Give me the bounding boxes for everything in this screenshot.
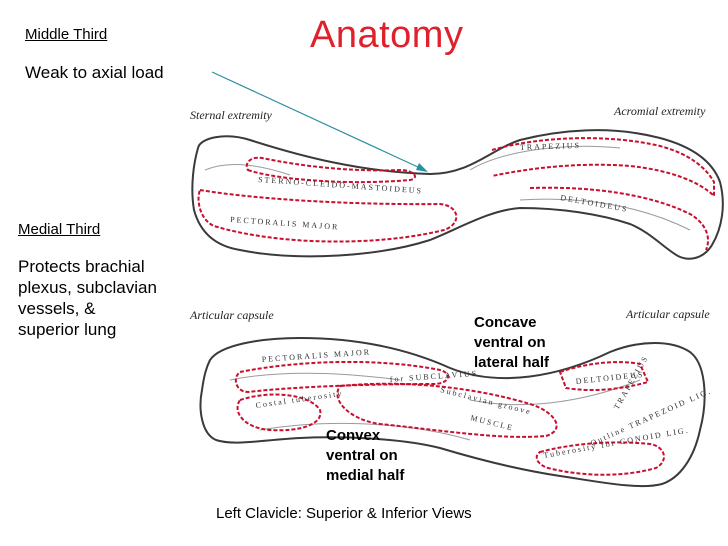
convex-note-line: Convex (326, 427, 381, 444)
medial-third-line: plexus, subclavian (18, 278, 157, 297)
medial-third-text: Protects brachial plexus, subclavian ves… (18, 256, 157, 340)
concave-note: Concave ventral on lateral half (474, 313, 549, 373)
middle-third-text: Weak to axial load (25, 63, 164, 82)
acromial-extremity-label: Acromial extremity (614, 104, 706, 118)
pointer-arrow (211, 71, 421, 169)
middle-third-heading: Middle Third (25, 26, 108, 43)
medial-third-heading: Medial Third (18, 221, 101, 238)
slide-title: Anatomy (310, 14, 464, 56)
convex-note: Convex ventral on medial half (326, 426, 404, 486)
articular-capsule-right-label: Articular capsule (626, 307, 710, 321)
medial-third-line: Protects brachial (18, 257, 145, 276)
superior-view-bone: STERNO-CLEIDO-MASTOIDEUS TRAPEZIUS DELTO… (191, 129, 724, 260)
medial-third-line: superior lung (18, 320, 117, 339)
concave-note-line: ventral on (474, 334, 546, 351)
muscle-label: TRAPEZIUS (520, 141, 581, 152)
convex-note-line: ventral on (326, 447, 398, 464)
convex-note-line: medial half (326, 467, 405, 484)
sternal-extremity-label: Sternal extremity (190, 108, 272, 122)
figure-caption: Left Clavicle: Superior & Inferior Views (216, 505, 472, 522)
concave-note-line: Concave (474, 314, 537, 331)
inferior-view-bone: PECTORALIS MAJOR Costal tuberosity for S… (199, 336, 713, 488)
medial-third-line: vessels, & (18, 299, 96, 318)
articular-capsule-left-label: Articular capsule (190, 308, 274, 322)
pointer-arrowhead (416, 163, 428, 172)
concave-note-line: lateral half (474, 354, 550, 371)
